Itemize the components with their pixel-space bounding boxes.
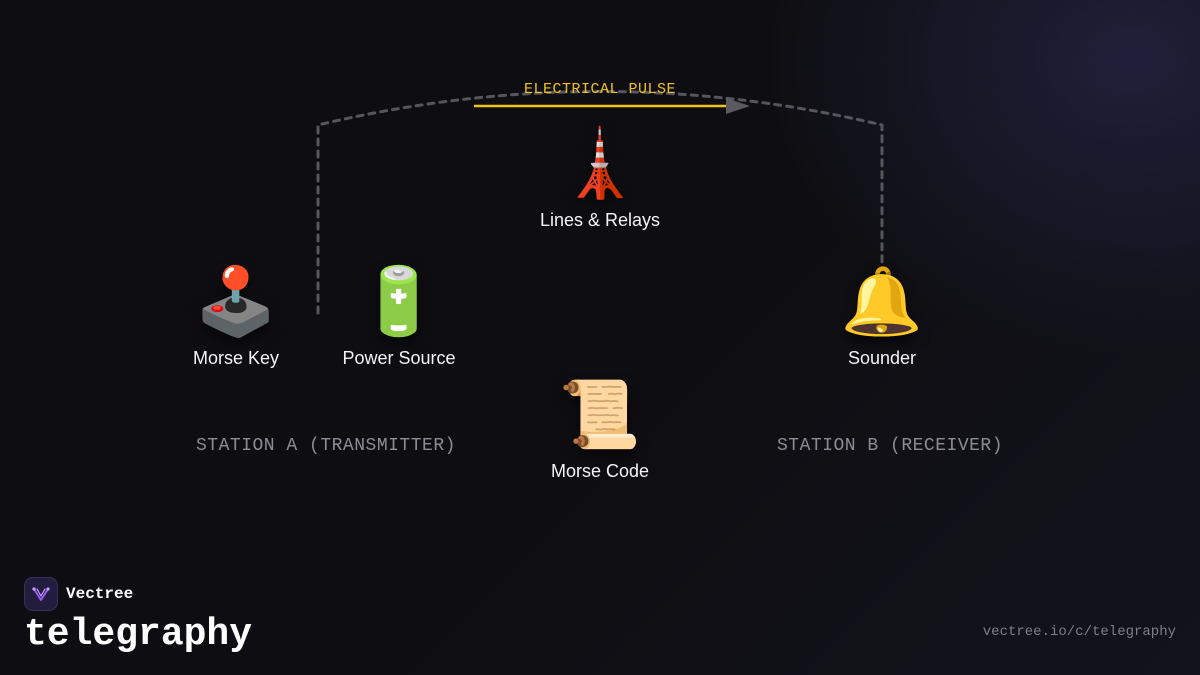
station-b-label: STATION B (RECEIVER) <box>777 436 1004 456</box>
battery-icon: 🔋 <box>357 263 441 340</box>
node-label: Sounder <box>847 348 917 368</box>
telegraph-wire <box>316 90 884 315</box>
node-label: Lines & Relays <box>539 210 661 230</box>
brand-name: Vectree <box>66 585 134 603</box>
node-morse-code: 📜 Morse Code <box>510 375 690 482</box>
node-lines-relays: 🗼 Lines & Relays <box>510 124 690 231</box>
joystick-key-icon: 🕹️ <box>194 263 278 340</box>
pulse-label: ELECTRICAL PULSE <box>523 81 677 98</box>
node-label: Morse Key <box>192 348 280 368</box>
source-url[interactable]: vectree.io/c/telegraphy <box>982 624 1176 640</box>
node-sounder: 🔔 Sounder <box>792 262 972 369</box>
vectree-logo-icon <box>24 577 58 611</box>
station-a-label: STATION A (TRANSMITTER) <box>196 436 456 456</box>
page-title: telegraphy <box>24 613 253 656</box>
node-power-source: 🔋 Power Source <box>309 262 489 369</box>
brand-block: Vectree telegraphy <box>24 577 252 656</box>
node-label: Power Source <box>342 348 456 368</box>
brand-row: Vectree <box>24 577 252 611</box>
bell-icon: 🔔 <box>840 263 924 340</box>
tower-icon: 🗼 <box>558 125 642 202</box>
node-label: Morse Code <box>550 461 650 481</box>
pulse-arrowhead <box>726 98 750 114</box>
node-morse-key: 🕹️ Morse Key <box>146 262 326 369</box>
vectree-logo-glyph <box>32 587 50 601</box>
scroll-icon: 📜 <box>558 376 642 453</box>
